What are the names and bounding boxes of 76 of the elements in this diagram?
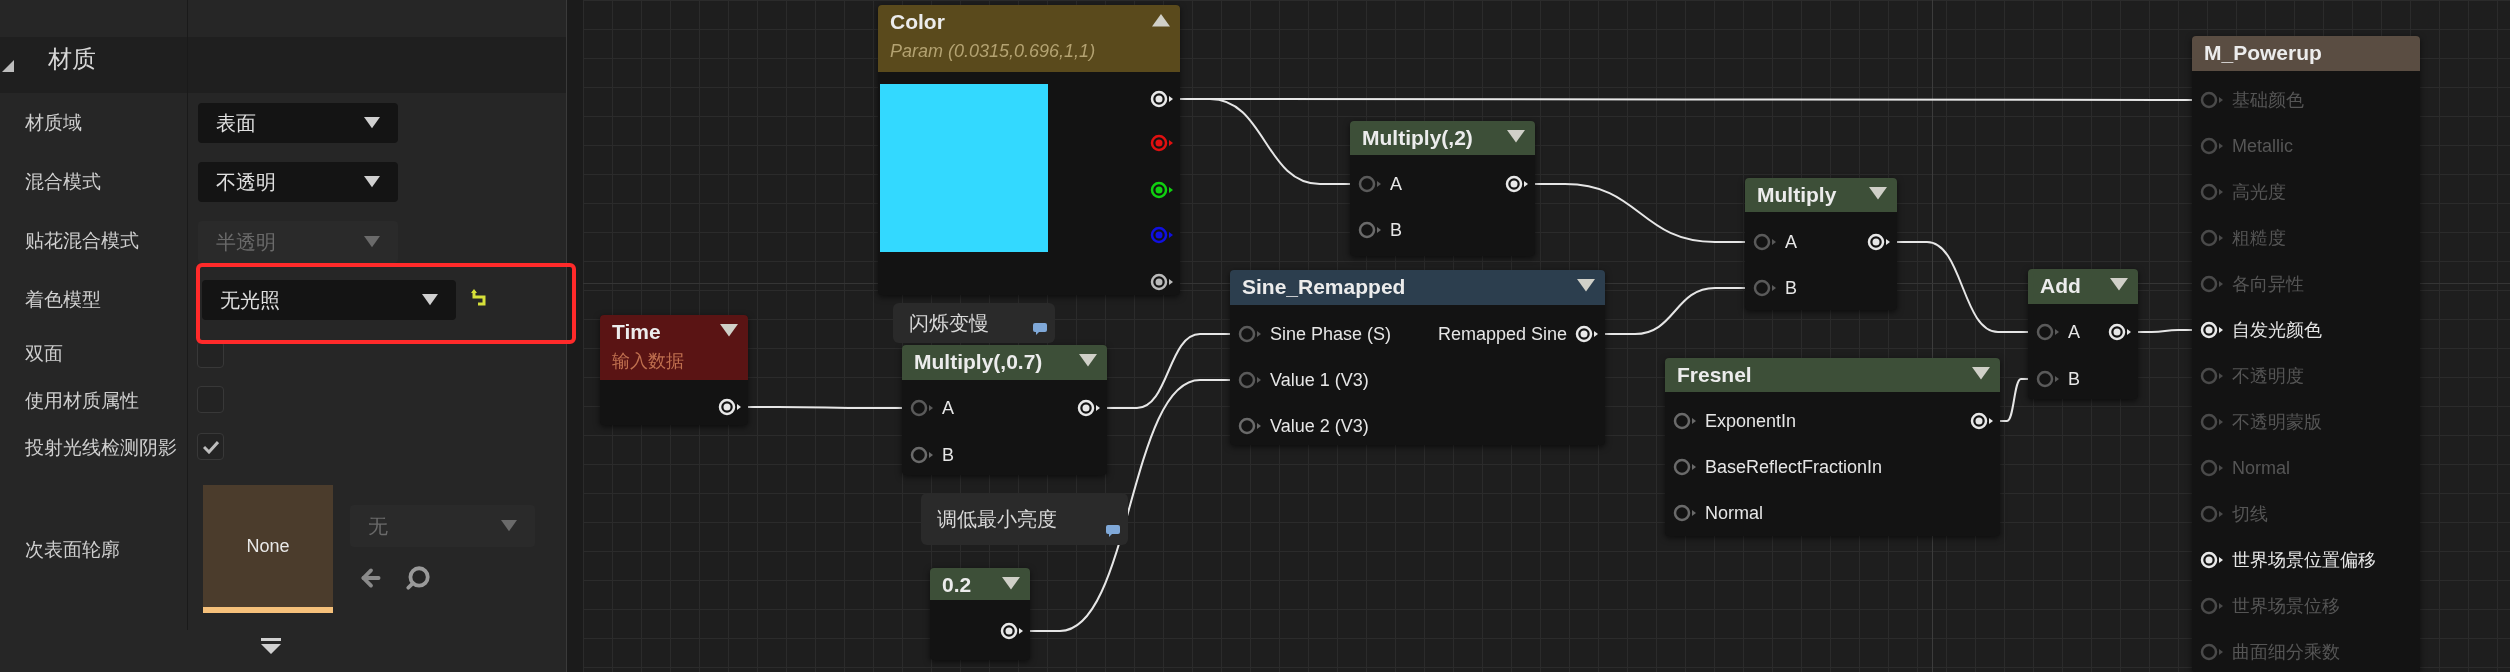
property-label: 投射光线检测阴影 xyxy=(25,436,177,460)
pin-label: B xyxy=(1785,277,1797,300)
property-label: 着色模型 xyxy=(25,288,101,312)
node-title: Multiply(,0.7) xyxy=(914,349,1043,375)
expression-node xyxy=(878,5,1180,295)
property-label: 使用材质属性 xyxy=(25,389,139,413)
property-label: 材质域 xyxy=(25,111,82,135)
wire xyxy=(2137,329,2193,333)
expression-node xyxy=(1745,178,1897,310)
expression-node xyxy=(1665,358,2000,536)
pin-label: Sine Phase (S) xyxy=(1270,323,1392,346)
wire xyxy=(1179,98,1351,185)
wire xyxy=(1029,379,1231,632)
pin-label: A xyxy=(1390,173,1402,196)
node-title: Multiply(,2) xyxy=(1362,125,1473,151)
wire xyxy=(1604,287,1746,335)
expression-node xyxy=(1230,270,1605,445)
pin-label: Value 2 (V3) xyxy=(1270,415,1369,438)
pin-label: B xyxy=(1390,219,1402,242)
pin-label: 高光度 xyxy=(2232,181,2286,204)
pin-label: Normal xyxy=(1705,502,1763,525)
pin-label: Normal xyxy=(2232,457,2290,480)
pin-label: B xyxy=(942,444,954,467)
pin-label: 基础颜色 xyxy=(2232,89,2304,112)
property-label: 双面 xyxy=(25,342,63,366)
pin-label: B xyxy=(2068,368,2080,391)
property-label: 混合模式 xyxy=(25,170,101,194)
pin-label: 世界场景位置偏移 xyxy=(2232,549,2376,572)
wire xyxy=(1999,378,2029,422)
comment-text: 调低最小亮度 xyxy=(937,507,1057,532)
dropdown: 无光照 xyxy=(202,280,456,320)
pin-label: BaseReflectFractionIn xyxy=(1705,456,1883,479)
comment-text: 闪烁变慢 xyxy=(909,311,989,336)
pin-label: 不透明蒙版 xyxy=(2232,411,2322,434)
node-title: Add xyxy=(2040,273,2081,299)
expression-node xyxy=(600,315,748,425)
pin-label: 各向异性 xyxy=(2232,273,2304,296)
pin-label: 粗糙度 xyxy=(2232,227,2286,250)
expression-node xyxy=(902,345,1107,475)
pin-label: 曲面细分乘数 xyxy=(2232,641,2340,664)
expression-node xyxy=(930,568,1030,660)
pin-label: 自发光颜色 xyxy=(2232,319,2322,342)
node-title: 0.2 xyxy=(942,572,972,598)
pin-label: Value 1 (V3) xyxy=(1270,369,1369,392)
node-title: Color xyxy=(890,9,945,35)
expression-node xyxy=(1350,121,1535,256)
node-title: Multiply xyxy=(1757,182,1837,208)
pin-label: A xyxy=(942,397,954,420)
wire xyxy=(1534,183,1746,243)
expression-node xyxy=(2192,36,2420,672)
pin-label: ExponentIn xyxy=(1705,410,1797,433)
dropdown: 无 xyxy=(350,505,535,547)
expression-node xyxy=(2028,269,2138,399)
wire xyxy=(1106,333,1231,409)
property-label: 次表面轮廓 xyxy=(25,538,120,562)
wire xyxy=(747,406,903,409)
dropdown: 不透明 xyxy=(198,162,398,202)
pin-label: A xyxy=(2068,321,2080,344)
node-title: Time xyxy=(612,319,661,345)
pin-label: 切线 xyxy=(2232,503,2268,526)
node-subtitle: Param (0.0315,0.696,1,1) xyxy=(890,40,1096,63)
pin-label: 世界场景位移 xyxy=(2232,595,2340,618)
dropdown: 表面 xyxy=(198,103,398,143)
pin-label: 不透明度 xyxy=(2232,365,2304,388)
section-title: 材质 xyxy=(48,44,96,74)
node-title: Fresnel xyxy=(1677,362,1752,388)
wire xyxy=(1896,241,2029,333)
pin-label: Remapped Sine xyxy=(1437,323,1567,346)
node-subtitle: 输入数据 xyxy=(612,350,684,373)
property-label: 贴花混合模式 xyxy=(25,229,139,253)
node-title: M_Powerup xyxy=(2204,40,2322,66)
node-title: Sine_Remapped xyxy=(1242,274,1406,300)
pin-label: A xyxy=(1785,231,1797,254)
pin-label: Metallic xyxy=(2232,135,2293,158)
dropdown: 半透明 xyxy=(198,221,398,263)
texture-thumbnail: None xyxy=(203,485,333,613)
